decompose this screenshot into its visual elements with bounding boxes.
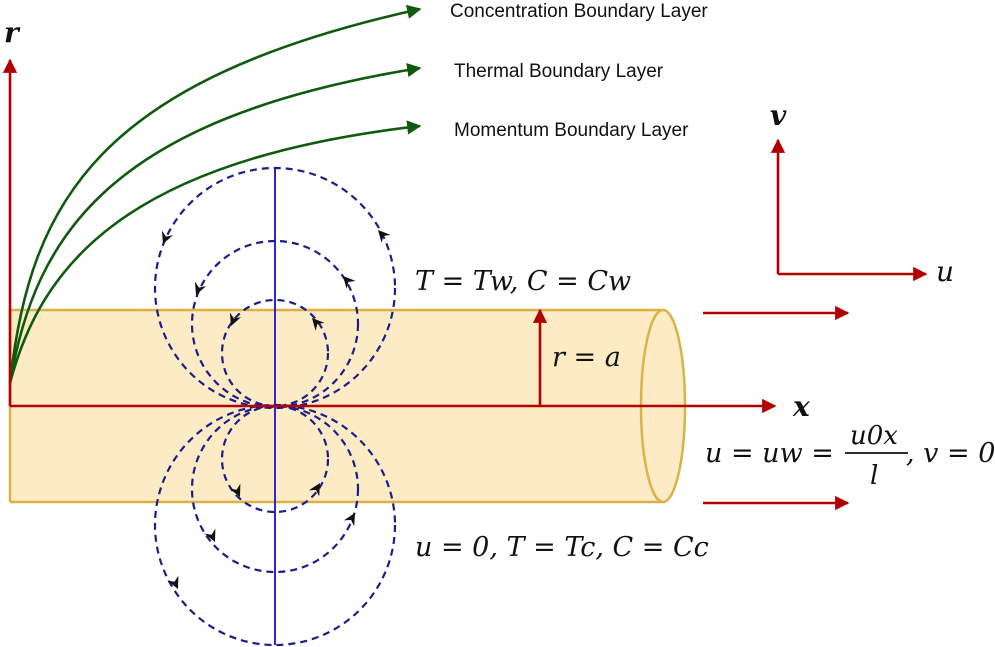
stretching-velocity-equation: u = uw = u0x l , v = 0	[705, 421, 995, 491]
stretch-equation-numerator: u0x	[850, 421, 898, 451]
vortex-arrow-icon	[378, 230, 391, 243]
upper-vortex-medium	[190, 239, 360, 409]
thermal-boundary-curve	[8, 62, 422, 384]
concentration-boundary-curve	[8, 4, 422, 384]
u-axis-label: u	[936, 255, 954, 288]
momentum-boundary-curve	[8, 120, 422, 384]
boundary-layers	[8, 4, 422, 384]
vortex-arrow-icon	[194, 281, 207, 295]
radius-equation: r = a	[552, 342, 621, 373]
far-field-equation: u = 0, T = Tc, C = Cc	[415, 532, 709, 563]
r-axis-label: r	[4, 16, 21, 49]
vortex-arrow-icon	[343, 513, 355, 527]
vortex-arrowheads	[161, 230, 391, 589]
stretch-equation-denominator: l	[870, 461, 878, 491]
stretch-equation-rhs: , v = 0	[906, 438, 995, 469]
lower-vortex-small	[220, 404, 330, 514]
stretch-equation-lhs: u = uw =	[705, 438, 834, 469]
vortex-arrow-icon	[229, 312, 242, 326]
x-axis-label: x	[792, 390, 810, 423]
upper-vortex-large	[153, 166, 397, 410]
concentration-bl-label: Concentration Boundary Layer	[450, 1, 708, 22]
momentum-bl-label: Momentum Boundary Layer	[454, 120, 689, 141]
axes	[2, 58, 928, 511]
vortex-arrow-icon	[167, 575, 179, 589]
v-axis-label: v	[770, 99, 787, 132]
vortex-arrow-icon	[308, 483, 320, 497]
wall-condition-equation: T = Tw, C = Cw	[415, 266, 631, 297]
vortex-arrow-icon	[312, 318, 325, 331]
vortex-arrow-icon	[204, 528, 216, 542]
upper-vortex-small	[220, 298, 330, 408]
vortex-arrow-icon	[229, 483, 241, 497]
vortex-arrow-icon	[343, 276, 356, 289]
vortex-arrow-icon	[161, 230, 174, 244]
thermal-bl-label: Thermal Boundary Layer	[454, 61, 664, 82]
